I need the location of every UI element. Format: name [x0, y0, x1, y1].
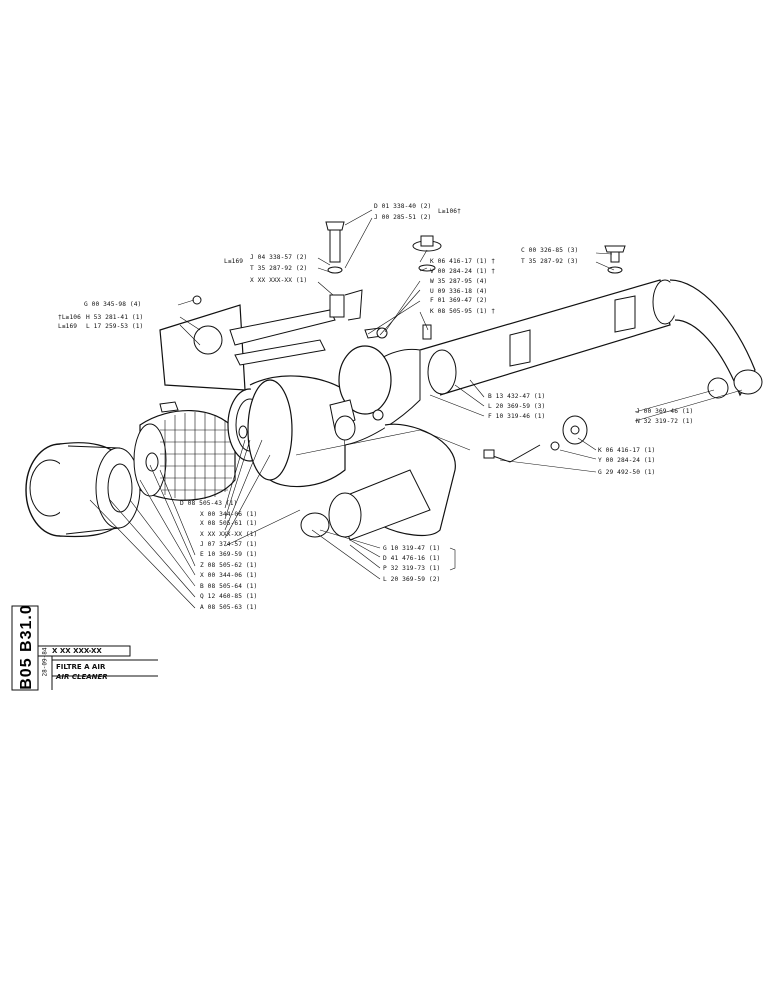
label-bracket-c: X XX XXX-XX (1): [250, 277, 308, 284]
leader-lines: [89, 209, 743, 609]
label-pipe-l: L 20 369-59 (3): [488, 403, 546, 410]
label-plate-a: H 53 281-41 (1): [86, 314, 144, 321]
label-top-bolt-a: D 01 338-40 (2): [374, 203, 432, 210]
mounting-plate: [159, 295, 336, 391]
label-hose-p: P 32 319-73 (1): [383, 565, 441, 572]
label-right-bolt-a: C 00 326-85 (3): [521, 247, 579, 254]
label-cap-b: V 00 284-24 (1) †: [430, 268, 496, 275]
label-top-bolt-note: L≥106†: [438, 208, 461, 215]
label-e1: E 10 369-59 (1): [200, 551, 258, 558]
label-k2: K 08 505-95 (1) †: [430, 308, 496, 315]
restriction-indicator: [483, 415, 588, 463]
label-w: W 35 287-95 (4): [430, 278, 488, 285]
outer-cap-drum: [25, 442, 141, 538]
label-top-bolt-b: J 00 285-51 (2): [374, 214, 432, 221]
label-plate-note-b: L≤169: [58, 323, 78, 330]
label-hose-l: L 20 369-59 (2): [383, 576, 441, 583]
label-b1: B 08 505-64 (1): [200, 583, 258, 590]
label-q1: Q 12 460-85 (1): [200, 593, 258, 600]
label-j1: J 07 374-57 (1): [200, 541, 258, 548]
label-l169-note: L≤169: [224, 258, 244, 265]
intake-pipe: [419, 245, 763, 399]
label-hose-d: D 41 476-16 (1): [383, 555, 441, 562]
label-plate-b: L 17 259-53 (1): [86, 323, 144, 330]
label-d-center: D 08 505-43 (1): [180, 500, 238, 507]
label-indicator-y: Y 00 284-24 (1): [598, 457, 656, 464]
label-u: U 09 336-18 (4): [430, 288, 488, 295]
filter-element: [133, 401, 236, 501]
label-x1: X 00 344-06 (1): [200, 511, 258, 518]
label-clamp-n: N 32 319-72 (1): [636, 418, 694, 425]
title-english: AIR CLEANER: [56, 673, 108, 681]
reference-number: X XX XXX-XX: [52, 647, 102, 655]
label-f1: F 01 369-47 (2): [430, 297, 488, 304]
label-plate-nut: G 00 345-98 (4): [84, 301, 142, 308]
label-clamp-j: J 00 369-46 (1): [636, 408, 694, 415]
label-bracket-a: J 04 338-57 (2): [250, 254, 308, 261]
label-a1: A 08 505-63 (1): [200, 604, 258, 611]
label-z1: Z 08 505-62 (1): [200, 562, 258, 569]
label-x2: X 08 505-61 (1): [200, 520, 258, 527]
label-hose-g: G 10 319-47 (1): [383, 545, 441, 552]
label-plate-note-a: †L≥106: [58, 314, 81, 321]
hose-elbow: [300, 423, 456, 541]
bracket-bolts: [325, 221, 388, 339]
label-pipe-f: F 10 319-46 (1): [488, 413, 546, 420]
label-x3: X XX XXX-XX (1): [200, 531, 258, 538]
air-cleaner-housing: [247, 345, 421, 488]
label-cap-a: K 06 416-17 (1) †: [430, 258, 496, 265]
title-block-frame: [11, 605, 158, 691]
title-french: FILTRE A AIR: [56, 663, 106, 671]
label-indicator-k: K 06 416-17 (1): [598, 447, 656, 454]
drawing-date: 28-09-84: [41, 647, 49, 677]
label-right-bolt-b: T 35 287-92 (3): [521, 258, 579, 265]
label-indicator-g: G 29 492-50 (1): [598, 469, 656, 476]
label-pipe-b: B 13 432-47 (1): [488, 393, 546, 400]
label-bracket-b: T 35 287-92 (2): [250, 265, 308, 272]
label-x4: X 00 344-06 (1): [200, 572, 258, 579]
